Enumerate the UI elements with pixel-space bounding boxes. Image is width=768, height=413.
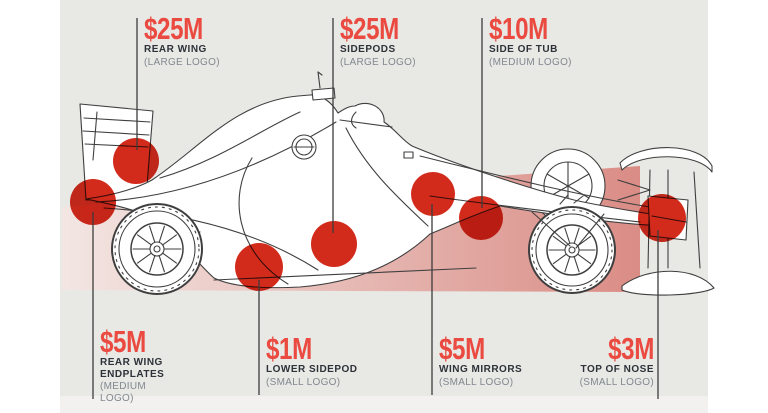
wing-mirror <box>403 151 414 159</box>
area-rear-wing: REAR WING <box>144 44 207 55</box>
spot-dot-wing-mirrors <box>411 172 455 216</box>
leader-lines <box>92 18 659 399</box>
logo-size-lower-sidepod: (SMALL LOGO) <box>266 376 341 388</box>
area-sidepods: SIDEPODS <box>340 44 396 55</box>
spot-dot-lower-sidepod <box>235 243 283 291</box>
label-top-of-nose: $3M TOP OF NOSE (SMALL LOGO) <box>544 331 655 388</box>
price-lower-sidepod: $1M <box>266 331 312 366</box>
area-rear-wing-endplates: REAR WING ENDPLATES <box>100 357 165 380</box>
price-top-of-nose: $3M <box>608 331 654 366</box>
logo-size-top-of-nose: (SMALL LOGO) <box>579 376 654 388</box>
label-rear-wing: $25M REAR WING (LARGE LOGO) <box>144 11 274 68</box>
logo-size-rear-wing-endplates: (MEDIUM LOGO) <box>100 381 146 404</box>
spot-dot-sidepods <box>311 221 357 267</box>
label-sidepods: $25M SIDEPODS (LARGE LOGO) <box>340 11 470 68</box>
sponsor-spots <box>70 138 686 291</box>
area-side-of-tub: SIDE OF TUB <box>489 44 558 55</box>
price-sidepods: $25M <box>340 11 399 46</box>
label-lower-sidepod: $1M LOWER SIDEPOD (SMALL LOGO) <box>266 331 386 388</box>
label-wing-mirrors: $5M WING MIRRORS (SMALL LOGO) <box>439 331 559 388</box>
area-lower-sidepod: LOWER SIDEPOD <box>266 364 358 375</box>
area-top-of-nose: TOP OF NOSE <box>580 364 654 375</box>
price-side-of-tub: $10M <box>489 11 548 46</box>
spot-dot-rear-wing <box>113 138 159 184</box>
area-wing-mirrors: WING MIRRORS <box>439 364 523 375</box>
front-wheel <box>528 206 616 294</box>
spot-dot-rear-wing-endplates <box>70 179 116 225</box>
spot-dot-top-of-nose <box>638 194 686 242</box>
logo-size-side-of-tub: (MEDIUM LOGO) <box>489 56 572 68</box>
label-side-of-tub: $10M SIDE OF TUB (MEDIUM LOGO) <box>489 11 619 68</box>
price-rear-wing: $25M <box>144 11 203 46</box>
front-suspension <box>531 194 605 249</box>
t-cam <box>311 71 336 101</box>
spot-dot-side-of-tub <box>459 196 503 240</box>
logo-size-wing-mirrors: (SMALL LOGO) <box>439 376 514 388</box>
nose-arrow <box>617 179 651 201</box>
logo-size-rear-wing: (LARGE LOGO) <box>144 56 220 68</box>
rear-wheel <box>111 203 203 295</box>
cockpit-helmet <box>339 111 414 159</box>
f1-car-drawing <box>79 71 715 296</box>
logo-size-sidepods: (LARGE LOGO) <box>340 56 416 68</box>
price-wing-mirrors: $5M <box>439 331 485 366</box>
price-rear-wing-endplates: $5M <box>100 324 146 359</box>
airbox-ring <box>291 134 317 160</box>
label-rear-wing-endplates: $5M REAR WING ENDPLATES (MEDIUM LOGO) <box>100 324 178 404</box>
stage-bottom-strip <box>60 396 708 413</box>
